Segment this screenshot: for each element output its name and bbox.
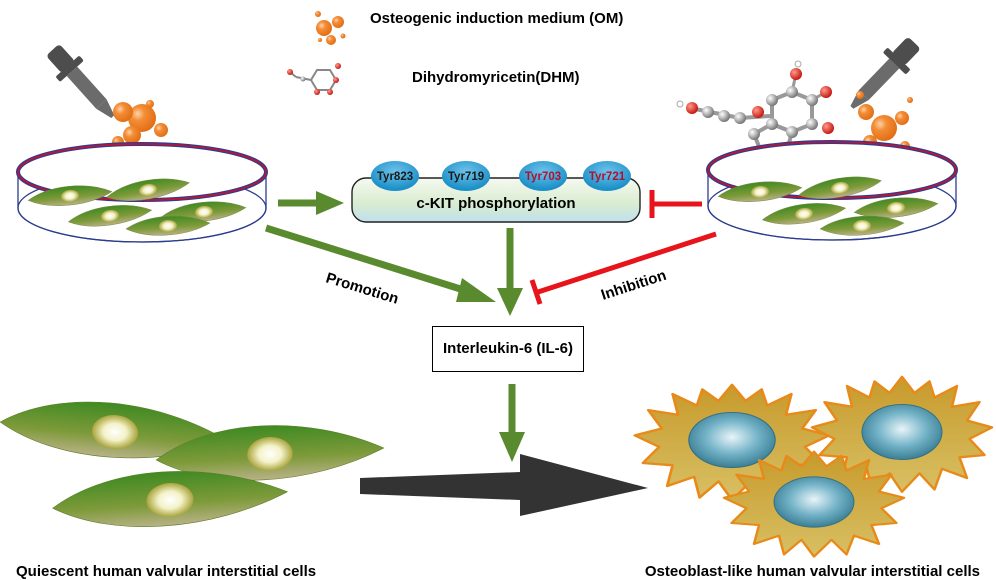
dropper-right-icon — [840, 31, 926, 119]
il6-to-osteoblast-arrow — [499, 384, 525, 462]
il6-label: Interleukin-6 (IL-6) — [442, 340, 573, 357]
il6-box: Interleukin-6 (IL-6) — [432, 326, 584, 372]
petri-dish-left — [16, 142, 268, 243]
quiescent-label: Quiescent human valvular interstitial ce… — [16, 563, 316, 580]
inhibition-label: Inhibition — [599, 267, 668, 304]
ckit-to-il6-arrow — [497, 228, 523, 316]
tyr-site-1: Tyr823 — [371, 161, 419, 191]
tyr-site-2: Tyr719 — [442, 161, 490, 191]
dropper-left-icon — [40, 39, 125, 128]
ckit-phosphorylation-box: c-KIT phosphorylation — [351, 177, 641, 223]
inhibition-bar-ckit — [649, 190, 702, 218]
om-legend-icon — [315, 11, 346, 45]
tyr-site-2-label: Tyr719 — [448, 171, 484, 183]
tyr-site-3-label: Tyr703 — [525, 171, 561, 183]
promotion-arrow-to-ckit — [278, 191, 344, 215]
dhm-molecule-large-icon — [676, 60, 834, 160]
promotion-arrow-to-il6 — [264, 224, 496, 302]
tyr-site-4: Tyr721 — [583, 161, 631, 191]
petri-dish-right — [706, 140, 958, 241]
quiescent-cells — [0, 393, 386, 535]
osteoblast-label: Osteoblast-like human valvular interstit… — [645, 563, 980, 580]
dhm-molecule-small-icon — [287, 63, 341, 95]
osteoblast-cells — [633, 375, 994, 558]
dhm-legend-label: Dihydromyricetin(DHM) — [412, 69, 580, 86]
tyr-site-3: Tyr703 — [519, 161, 567, 191]
promotion-label: Promotion — [324, 270, 401, 308]
ckit-label: c-KIT phosphorylation — [416, 195, 575, 212]
differentiation-arrow — [360, 454, 648, 516]
tyr-site-1-label: Tyr823 — [377, 171, 413, 183]
tyr-site-4-label: Tyr721 — [589, 171, 626, 183]
inhibition-bar-il6 — [529, 231, 717, 305]
om-legend-label: Osteogenic induction medium (OM) — [370, 10, 623, 27]
